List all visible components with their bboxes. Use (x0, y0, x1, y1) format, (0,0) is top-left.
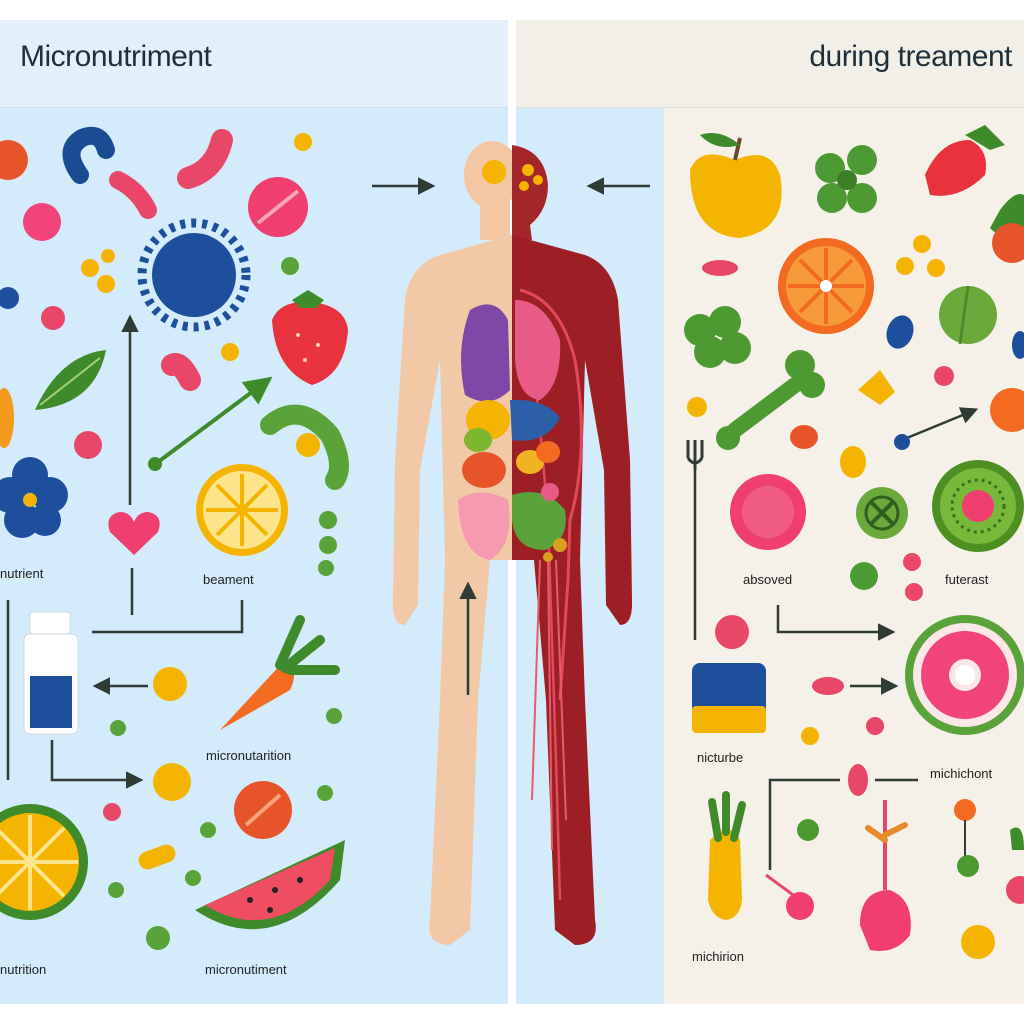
blue-flower-icon (0, 457, 68, 538)
left-panel-header (0, 20, 508, 108)
strawberry-right-icon (925, 125, 1005, 196)
right-panel-header (516, 20, 1024, 108)
flow-arrows (6, 177, 979, 870)
kiwi-icon (932, 460, 1024, 552)
green-pepper-icon (260, 404, 349, 490)
left-panel-title: Micronutriment (20, 40, 212, 73)
green-pea-icon (939, 286, 997, 344)
broccoli-icon (684, 306, 751, 368)
blue-bean-icon (62, 126, 115, 184)
label-futerast: futerast (945, 572, 989, 587)
strawberry-icon (272, 290, 348, 385)
orange-slice-icon (778, 238, 874, 334)
label-michichont: michichont (930, 766, 993, 781)
green-clover-icon (815, 145, 877, 213)
carrot-icon (220, 615, 340, 730)
human-body-figure (392, 141, 633, 945)
organs (458, 300, 567, 562)
label-beament: beament (203, 572, 254, 587)
red-capsule-icon (161, 353, 201, 391)
red-bean-icon (177, 129, 233, 189)
yellow-blue-box-icon (692, 663, 766, 733)
yellow-mushroom-icon (858, 370, 895, 405)
x-marked-tablet-icon (856, 487, 908, 539)
lemon-slice-icon (196, 464, 288, 556)
pink-capsule-icon (109, 171, 157, 219)
green-bone-icon (727, 377, 803, 438)
label-nutrient: nutrient (0, 566, 44, 581)
label-nutrition: nutrition (0, 962, 47, 977)
fork-icon (686, 440, 704, 470)
right-panel-title: during treament (809, 40, 1012, 73)
donut-icon (905, 615, 1024, 735)
apple-icon (690, 132, 782, 238)
left-icons (0, 126, 349, 950)
heart-icon (108, 512, 160, 555)
label-micronutarition: micronutarition (206, 748, 292, 763)
label-micronutiment-bottom: micronutiment (205, 962, 287, 977)
pink-radish-icon (860, 800, 911, 951)
right-icons (684, 125, 1024, 959)
pink-tablet-right-icon (730, 474, 806, 550)
lime-slice-icon (0, 804, 88, 920)
yellow-capsule-icon (138, 844, 176, 870)
label-michirion: michirion (692, 949, 745, 964)
medicine-bottle-icon (23, 611, 79, 735)
pineapple-icon (708, 791, 746, 920)
orange-pill-icon (0, 140, 28, 180)
label-nicturbe: nicturbe (697, 750, 744, 765)
blue-virus-icon (137, 218, 251, 332)
label-absoved: absoved (743, 572, 793, 587)
watermelon-icon (195, 840, 345, 930)
